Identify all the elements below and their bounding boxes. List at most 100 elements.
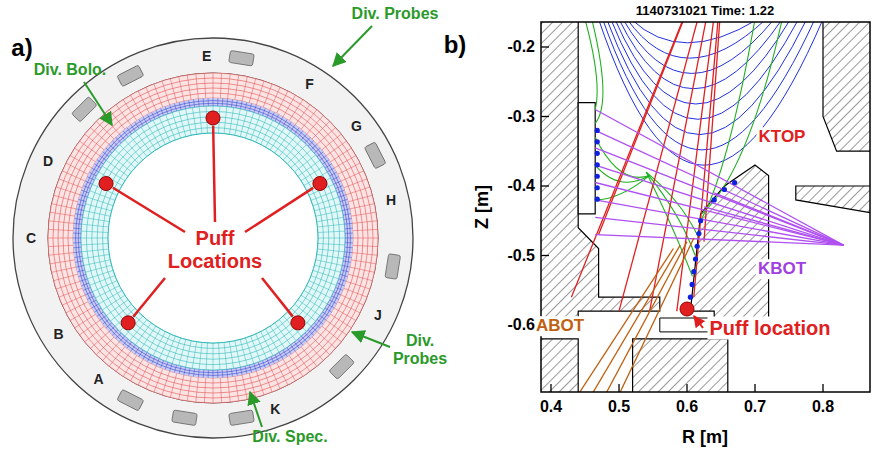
red-mesh bbox=[73, 98, 353, 378]
leader-line bbox=[245, 188, 313, 232]
port-box bbox=[229, 50, 255, 66]
abot-chord bbox=[619, 238, 694, 392]
sol-field-line bbox=[592, 22, 603, 123]
port-letter: B bbox=[54, 326, 64, 342]
red-mesh bbox=[48, 73, 378, 403]
abot-chord bbox=[578, 249, 673, 393]
sol-field-line bbox=[595, 176, 649, 200]
axis-title: R [m] bbox=[682, 427, 728, 448]
plot-frame bbox=[541, 22, 870, 392]
puff-dot bbox=[291, 316, 305, 330]
puff-dot bbox=[206, 111, 220, 125]
puff-label: Puff location bbox=[707, 317, 832, 340]
cyan-mesh bbox=[81, 106, 345, 370]
plot-title: 1140731021 Time: 1.22 bbox=[636, 4, 775, 19]
ktop-chord bbox=[677, 22, 728, 311]
port-box bbox=[229, 410, 255, 426]
abot-chord bbox=[592, 245, 680, 392]
blue-mesh bbox=[77, 102, 349, 374]
vessel-ring bbox=[48, 73, 378, 403]
inner-tiles bbox=[578, 103, 595, 214]
probe-dot bbox=[595, 185, 600, 190]
panel-label: b) bbox=[444, 31, 467, 59]
panel-label: a) bbox=[11, 34, 32, 62]
kbot-chord bbox=[595, 110, 843, 246]
sol-field-line bbox=[585, 22, 597, 110]
port-letter: F bbox=[305, 76, 314, 92]
leader-line bbox=[113, 188, 185, 232]
probe-dot bbox=[595, 128, 600, 133]
probe-dot bbox=[698, 218, 703, 223]
ktop-chord bbox=[694, 22, 728, 297]
tick-label: -0.5 bbox=[507, 246, 535, 264]
abot-chord bbox=[605, 242, 687, 392]
port-box bbox=[72, 97, 97, 122]
diagnostic-label: Div. Bolo. bbox=[34, 61, 107, 79]
leader-line bbox=[213, 126, 215, 222]
probe-dot bbox=[595, 197, 600, 202]
port-box bbox=[117, 65, 144, 87]
probe-dot bbox=[693, 256, 698, 261]
chord-label: KBOT bbox=[756, 259, 808, 279]
poloidal-section bbox=[541, 22, 870, 392]
port-box bbox=[364, 142, 386, 169]
tick-label: 0.6 bbox=[676, 398, 698, 416]
red-mesh bbox=[48, 73, 378, 403]
leader-arrow bbox=[352, 332, 390, 347]
axis-tick bbox=[541, 185, 549, 186]
kbot-chord bbox=[595, 148, 843, 245]
tick-label: 0.8 bbox=[812, 398, 834, 416]
vessel-structure bbox=[541, 22, 660, 325]
port-box bbox=[117, 389, 144, 411]
blue-mesh bbox=[76, 101, 351, 376]
port-letter: H bbox=[386, 192, 396, 208]
chord-label: ABOT bbox=[534, 316, 586, 336]
puff-dot bbox=[121, 316, 135, 330]
kbot-chord bbox=[704, 207, 843, 245]
leader-arrow bbox=[694, 316, 703, 328]
flux-surface bbox=[623, 22, 774, 73]
leader-line bbox=[262, 278, 293, 317]
probe-dot bbox=[732, 180, 737, 185]
probe-dot bbox=[696, 231, 701, 236]
probe-dot bbox=[595, 162, 600, 167]
puff-dot bbox=[99, 177, 113, 191]
leader-arrow bbox=[250, 392, 262, 427]
axis-tick bbox=[541, 116, 549, 117]
kbot-chord bbox=[595, 183, 843, 246]
axis-tick bbox=[618, 384, 619, 392]
port-box bbox=[172, 410, 198, 426]
kbot-chord bbox=[714, 193, 843, 245]
probe-dot bbox=[595, 151, 600, 156]
puff-dot bbox=[680, 302, 694, 316]
tokamak-top-view bbox=[13, 26, 413, 438]
axis-tick bbox=[541, 255, 549, 256]
port-letter: E bbox=[202, 48, 211, 64]
diagnostic-label: Div. Probes bbox=[352, 5, 439, 23]
kbot-chord bbox=[595, 217, 843, 245]
diagnostic-label: Div. Spec. bbox=[252, 428, 327, 446]
flux-surface bbox=[611, 22, 799, 119]
tick-label: 0.7 bbox=[744, 398, 766, 416]
kbot-chord bbox=[595, 235, 843, 246]
tick-label: -0.3 bbox=[507, 107, 535, 125]
puff-dot bbox=[313, 177, 327, 191]
port-box bbox=[329, 354, 354, 379]
vessel-structure bbox=[541, 339, 578, 392]
axis-tick bbox=[686, 384, 687, 392]
blue-mesh bbox=[73, 98, 353, 378]
axis-title: Z [m] bbox=[472, 185, 493, 229]
puff-label: Puff Locations bbox=[155, 227, 275, 273]
port-letter: A bbox=[93, 371, 103, 387]
port-letter: J bbox=[374, 307, 382, 323]
leader-arrow bbox=[333, 26, 372, 66]
flux-surface bbox=[627, 22, 766, 58]
chord-label: KTOP bbox=[757, 127, 808, 147]
vessel-structure bbox=[823, 22, 870, 151]
ktop-chord bbox=[704, 22, 728, 242]
port-letter: G bbox=[351, 118, 362, 134]
probe-dot bbox=[712, 197, 717, 202]
probe-dot bbox=[688, 295, 693, 300]
tick-label: -0.2 bbox=[507, 38, 535, 56]
